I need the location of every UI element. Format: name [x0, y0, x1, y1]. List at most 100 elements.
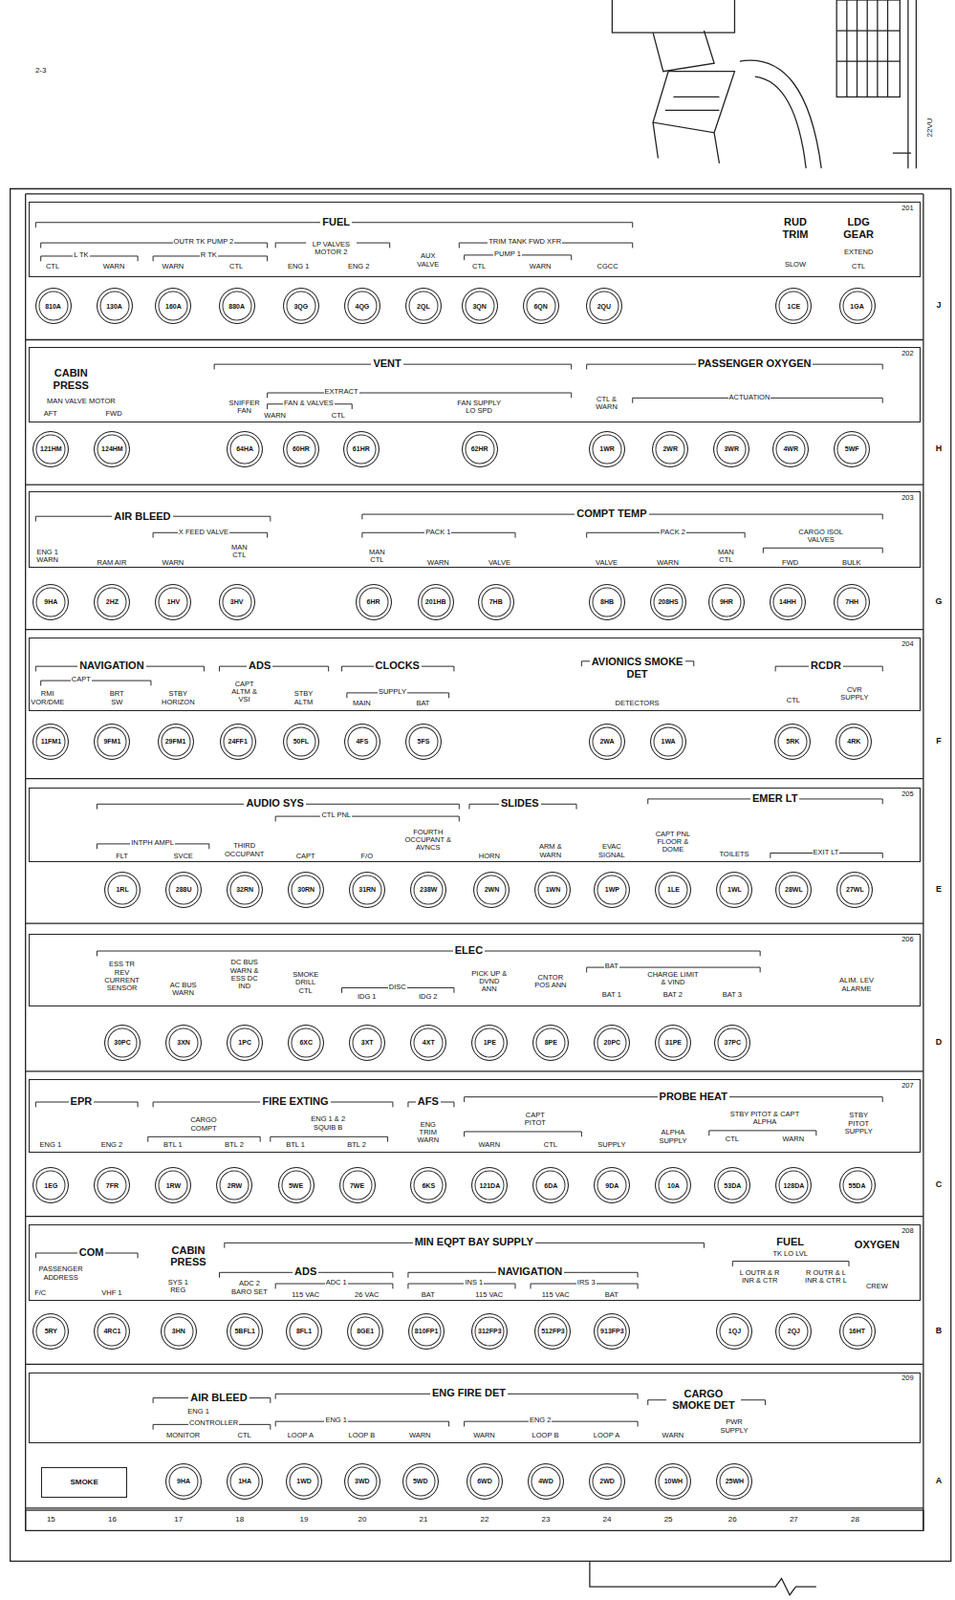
circuit-breaker: 2RW: [216, 1167, 253, 1204]
panel-row-header: 203AIR BLEEDENG 1 WARNRAM AIRX FEED VALV…: [28, 491, 921, 568]
circuit-breaker: 1QJ: [716, 1313, 753, 1350]
breaker-label: WARN: [262, 412, 287, 420]
group-heading: NAVIGATION: [77, 659, 146, 672]
circuit-breaker: 2WR: [651, 431, 689, 468]
row-letter: E: [935, 885, 942, 895]
breaker-id: 28WL: [784, 886, 804, 893]
breaker-label: X FEED VALVE: [177, 528, 230, 537]
circuit-breaker: 7HB: [477, 584, 515, 621]
breaker-label: WARN: [161, 262, 186, 271]
circuit-breaker: 62HR: [461, 431, 499, 468]
breaker-label: FAN & VALVES: [282, 399, 335, 408]
circuit-breaker: 9HA: [165, 1463, 202, 1500]
circuit-breaker: 27WL: [836, 871, 873, 909]
smoke-box: SMOKE: [41, 1467, 129, 1498]
breaker-label: CTL: [237, 1432, 253, 1440]
circuit-breaker: 1WD: [285, 1463, 323, 1500]
breaker-label: ENG 1: [39, 1141, 64, 1150]
group-heading: ADS: [292, 1265, 319, 1278]
group-bracket: [41, 680, 152, 686]
box-label: SMOKE: [69, 1477, 98, 1487]
breaker-label: CONTROLLER: [188, 1419, 239, 1428]
breaker-label: MAN CTL: [227, 543, 252, 561]
breaker-label: THIRD OCCUPANT: [222, 842, 266, 859]
circuit-breaker: 1CE: [775, 287, 812, 325]
circuit-breaker: 810A: [35, 287, 72, 325]
breaker-label: 115 VAC: [541, 1291, 571, 1300]
breaker-label: 203: [900, 494, 915, 502]
breaker-id: 6KS: [421, 1182, 435, 1190]
breaker-label: LOOP A: [286, 1432, 315, 1440]
group-heading: ENG FIRE DET: [430, 1387, 508, 1399]
breaker-id: 62HR: [471, 445, 489, 453]
breaker-label: AFT: [43, 410, 59, 418]
column-number: 28: [850, 1516, 860, 1525]
row-letter: F: [935, 737, 942, 747]
breaker-label: LOOP B: [531, 1432, 561, 1440]
circuit-breaker: 312FP3: [471, 1313, 508, 1350]
circuit-breaker: 30PC: [104, 1024, 141, 1062]
breaker-label: CTL: [850, 262, 867, 271]
circuit-breaker: 8HB: [588, 584, 626, 621]
sketch-line: [836, 0, 900, 97]
breaker-id: 7FR: [106, 1182, 119, 1190]
sketch-line: [652, 71, 735, 133]
circuit-breaker: 288U: [165, 871, 202, 909]
circuit-breaker: 1HA: [226, 1463, 263, 1500]
breaker-id: 1EG: [43, 1182, 58, 1190]
breaker-label: MAN VALVE MOTOR: [45, 397, 117, 406]
breaker-label: ENG 2: [347, 262, 371, 271]
breaker-label: PWR SUPPLY: [717, 1418, 751, 1435]
circuit-breaker: 1RW: [154, 1167, 192, 1204]
breaker-id: 7WE: [349, 1182, 365, 1190]
circuit-breaker: 1WN: [534, 871, 571, 909]
breaker-label: TOILETS: [717, 850, 750, 859]
circuit-breaker: 512FP3: [534, 1313, 571, 1350]
breaker-label: DC BUS WARN & ESS DC IND: [222, 958, 266, 991]
breaker-id: 6XC: [299, 1039, 313, 1046]
breaker-label: EXIT LT: [812, 848, 841, 857]
row-letter: A: [935, 1476, 943, 1487]
group-heading: OXYGEN: [852, 1238, 902, 1251]
breaker-label: STBY ALTM: [287, 690, 321, 707]
breaker-label: ALPHA SUPPLY: [655, 1128, 691, 1146]
breaker-label: CAPT ALTM & VSI: [227, 680, 262, 705]
breaker-label: MONITOR: [165, 1432, 201, 1440]
circuit-breaker: 810FP1: [408, 1313, 445, 1350]
breaker-label: LOOP B: [347, 1432, 376, 1440]
circuit-breaker: 29FM1: [157, 723, 195, 760]
column-number: 21: [418, 1516, 428, 1525]
breaker-id: 2WA: [599, 737, 614, 745]
circuit-breaker: 8PE: [532, 1024, 569, 1062]
panel-row-header: 206ESS TR REV CURRENT SENSORAC BUS WARND…: [28, 933, 921, 1008]
breaker-label: DISC: [388, 983, 408, 992]
breaker-label: AUX VALVE: [412, 252, 445, 269]
row-letter: H: [935, 444, 943, 455]
breaker-label: CTL: [44, 262, 61, 271]
circuit-breaker: 28WL: [775, 871, 812, 909]
breaker-label: WARN: [661, 1432, 686, 1440]
breaker-label: ADC 1: [325, 1279, 348, 1287]
breaker-id: 121DA: [478, 1182, 500, 1190]
circuit-breaker: 31PE: [654, 1024, 692, 1062]
circuit-breaker: 5RK: [774, 723, 811, 760]
breaker-label: WARN: [472, 1432, 497, 1440]
group-bracket: [464, 1131, 583, 1137]
breaker-label: FWD: [104, 410, 123, 418]
breaker-id: 30RN: [297, 886, 315, 893]
breaker-id: 1HV: [167, 598, 181, 606]
breaker-label: EXTEND: [843, 248, 874, 257]
group-heading: VENT: [370, 357, 403, 369]
breaker-id: 2QL: [416, 303, 431, 310]
breaker-label: CAPT PITOT: [519, 1111, 552, 1129]
breaker-label: STBY PITOT & CAPT ALPHA: [728, 1110, 803, 1128]
panel-outline: [10, 189, 952, 1596]
circuit-breaker: 3HV: [218, 584, 256, 621]
breaker-label: CTL: [724, 1135, 740, 1144]
breaker-id: 61HR: [352, 445, 370, 453]
breaker-label: SUPPLY: [596, 1141, 627, 1150]
circuit-breaker: 2WD: [588, 1463, 626, 1500]
breaker-label: FAN SUPPLY LO SPD: [452, 399, 505, 416]
circuit-breaker: 2QJ: [775, 1313, 812, 1350]
circuit-breaker: 37PC: [714, 1024, 751, 1062]
